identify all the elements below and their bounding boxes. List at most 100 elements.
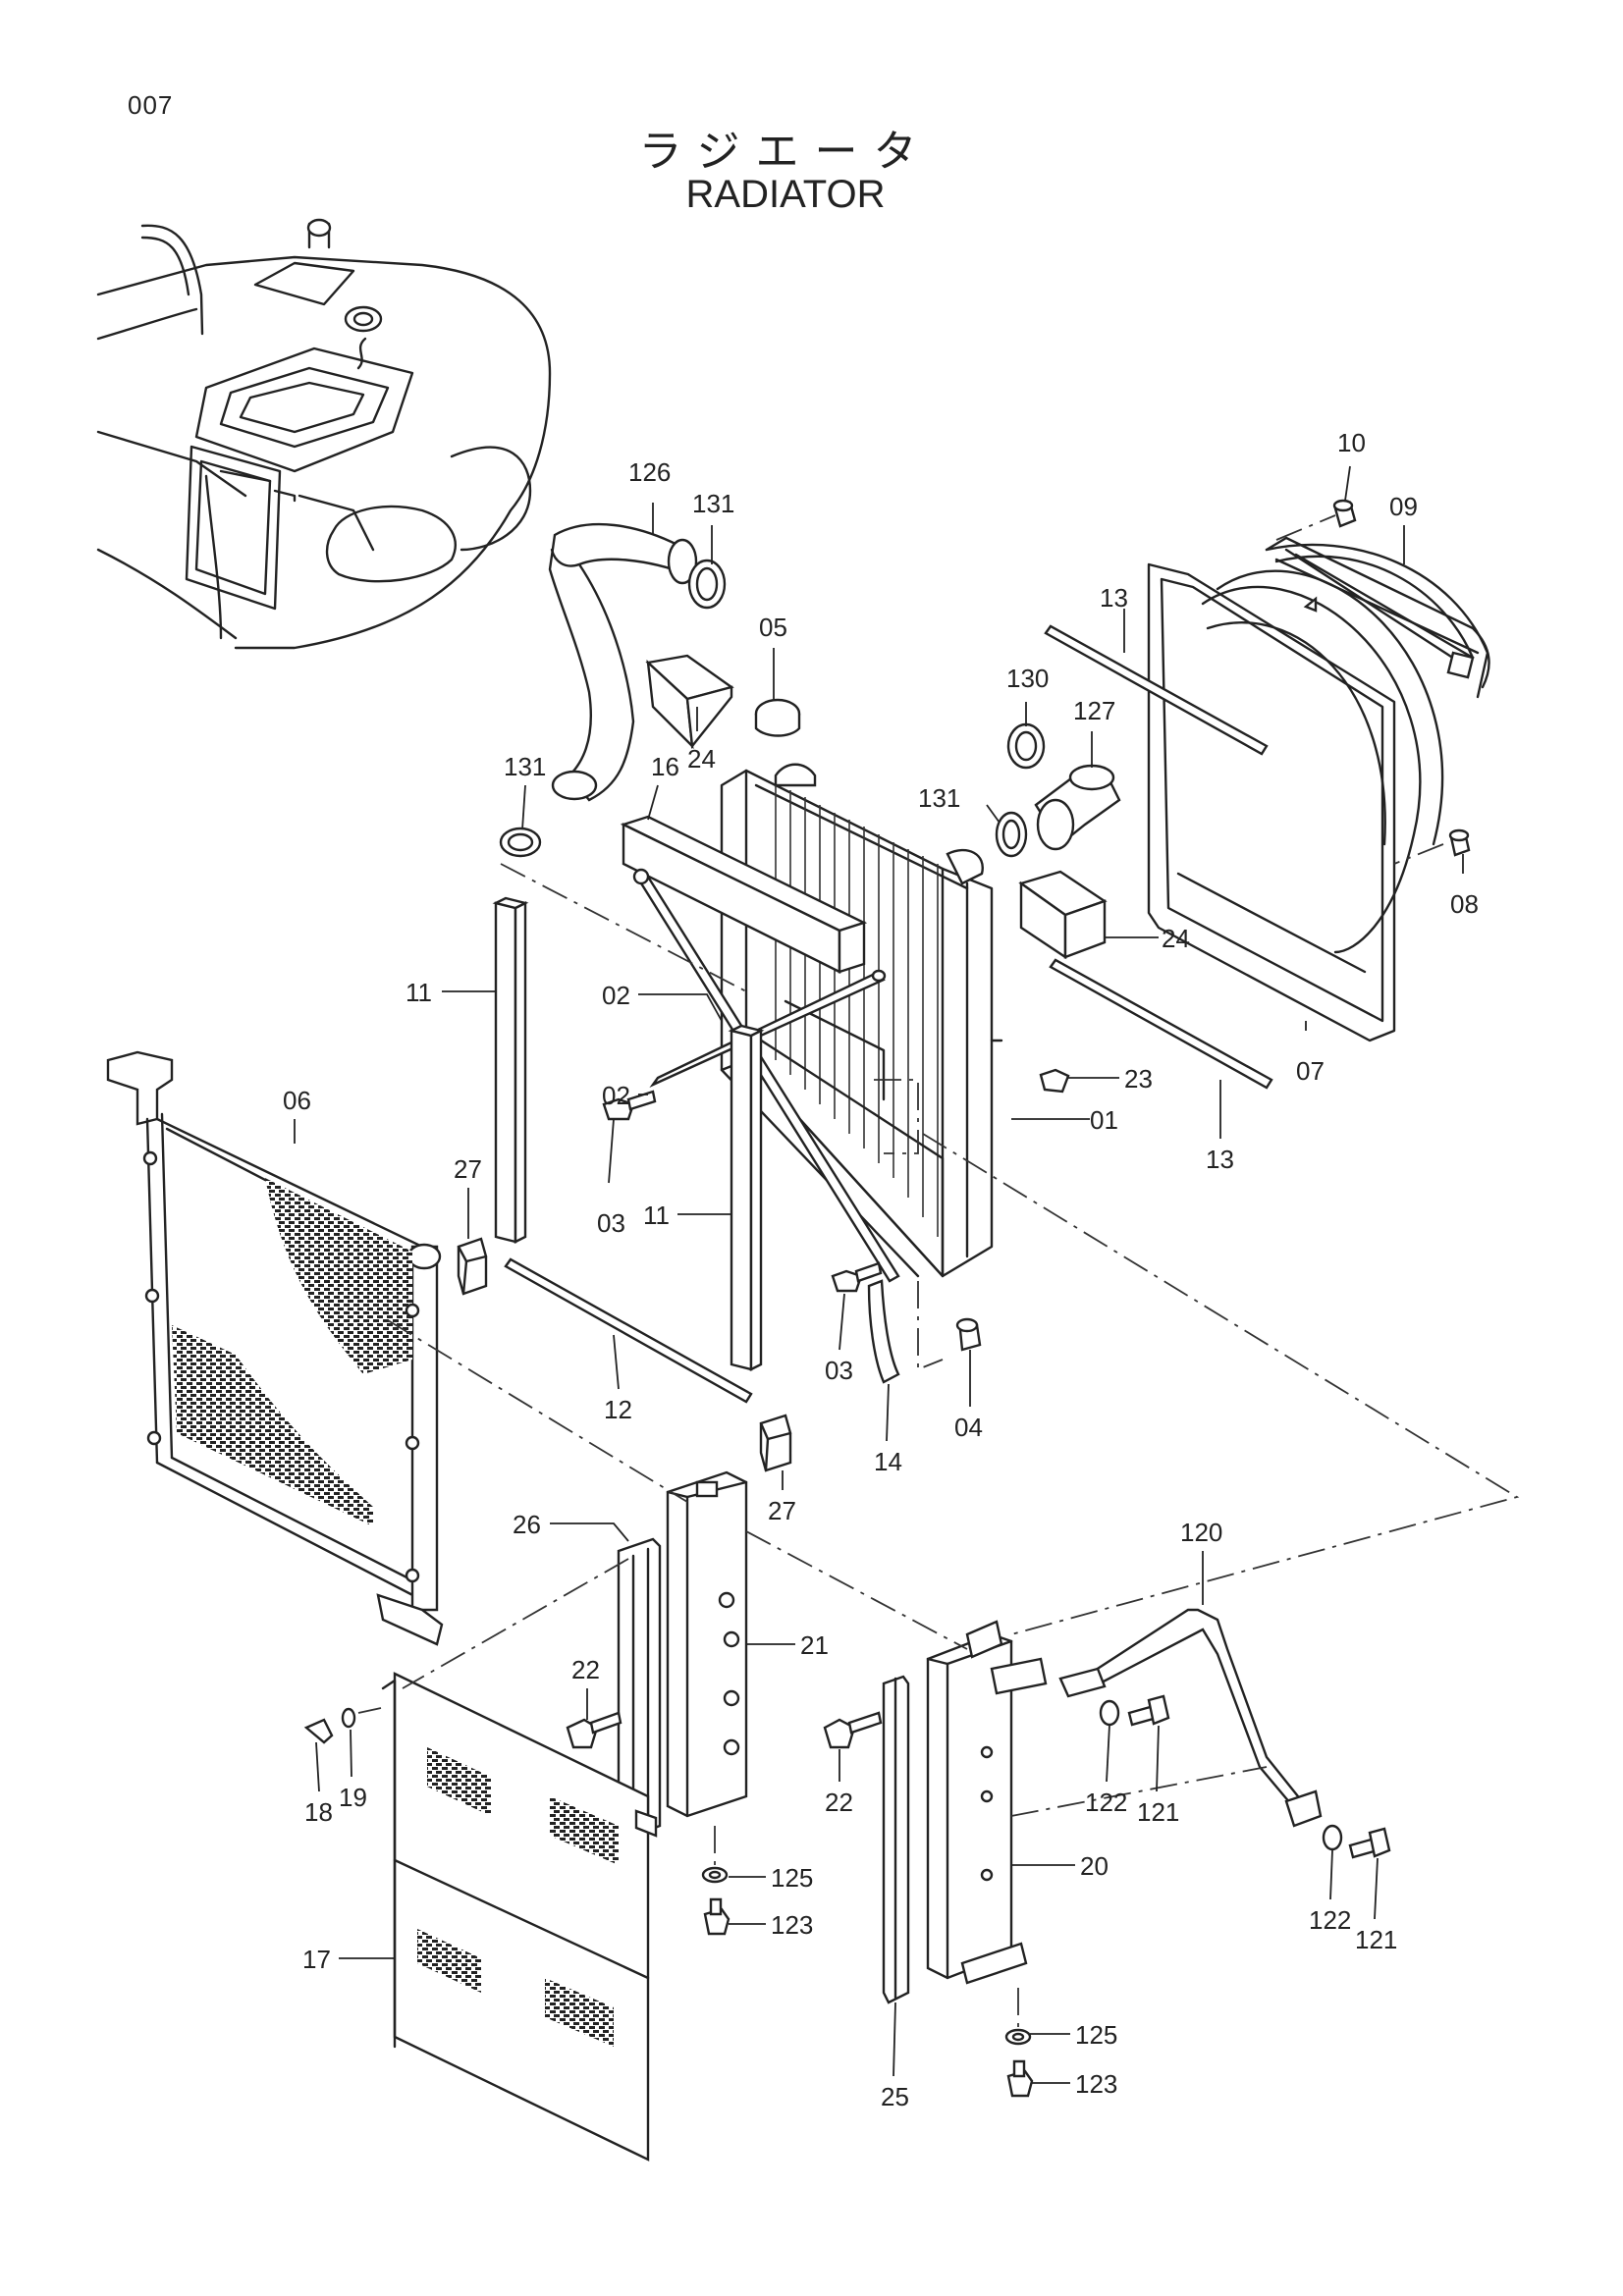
bracket-21 (666, 1470, 748, 1818)
callout-131: 131 (692, 489, 734, 518)
page-number: 007 (128, 90, 174, 120)
washer-122-lower (1322, 1824, 1343, 1851)
bolt-121-upper (1127, 1694, 1170, 1727)
bolt-03-lower (831, 1261, 883, 1293)
callout-27: 27 (454, 1154, 482, 1184)
oil-cooler-06 (106, 1050, 444, 1646)
washer-125-left (701, 1866, 729, 1884)
callout-22: 22 (825, 1788, 853, 1817)
callout-08: 08 (1450, 889, 1479, 919)
bracket-26 (617, 1537, 662, 1840)
bolt-18 (303, 1718, 334, 1744)
callout-05: 05 (759, 613, 787, 642)
fan-guard-09 (1265, 543, 1489, 699)
callout-17: 17 (302, 1945, 331, 1974)
callout-02: 02 (602, 1081, 630, 1110)
callout-131: 131 (918, 783, 960, 813)
callout-03: 03 (825, 1356, 853, 1385)
hose-clamp-131-left (499, 827, 542, 858)
seal-strip-13-lower (1049, 958, 1273, 1090)
leader-lines (294, 465, 1464, 2084)
callout-26: 26 (513, 1510, 541, 1539)
callout-09: 09 (1389, 492, 1418, 521)
callout-121: 121 (1355, 1925, 1397, 1954)
assembly-lines (357, 514, 1520, 2027)
bolt-08 (1448, 828, 1471, 857)
block-27-upper (457, 1237, 488, 1296)
callout-18: 18 (304, 1797, 333, 1827)
bolt-22-right (823, 1711, 883, 1749)
callout-126: 126 (628, 457, 671, 487)
bracket-20 (926, 1620, 1048, 1985)
callout-22: 22 (571, 1655, 600, 1684)
seal-11-left (492, 896, 529, 1244)
title-english: RADIATOR (685, 173, 886, 216)
block-27-lower (759, 1414, 792, 1472)
stay-02-upper (632, 868, 900, 1283)
machine-overview (96, 218, 552, 650)
seal-11-right (728, 1024, 765, 1371)
callout-20: 20 (1080, 1851, 1109, 1881)
screen-17 (381, 1672, 658, 2162)
callout-07: 07 (1296, 1056, 1325, 1086)
callout-19: 19 (339, 1783, 367, 1812)
callout-10: 10 (1337, 428, 1366, 457)
pad-24-right (1018, 870, 1108, 960)
callout-11: 11 (406, 978, 432, 1007)
callout-11: 11 (643, 1201, 670, 1230)
stay-02-lower (649, 969, 887, 1088)
seal-strip-13-upper (1044, 624, 1269, 756)
stay-120 (1058, 1608, 1323, 1828)
callout-123: 123 (771, 1910, 813, 1940)
seal-16 (620, 815, 868, 974)
washer-122-upper (1099, 1699, 1120, 1727)
callout-12: 12 (604, 1395, 632, 1424)
callout-02: 02 (602, 981, 630, 1010)
callout-125: 125 (771, 1863, 813, 1893)
upper-hose-126 (548, 522, 698, 802)
title-japanese: ラジエータ (638, 127, 933, 177)
callout-121: 121 (1137, 1797, 1179, 1827)
callout-122: 122 (1085, 1788, 1127, 1817)
callout-120: 120 (1180, 1518, 1222, 1547)
callout-122: 122 (1309, 1905, 1351, 1935)
washer-125-right (1004, 2028, 1032, 2046)
callout-125: 125 (1075, 2020, 1117, 2050)
bolt-121-lower (1348, 1827, 1391, 1859)
callout-131: 131 (504, 752, 546, 781)
callout-24: 24 (687, 744, 716, 774)
bolt-23 (1039, 1068, 1070, 1094)
callout-123: 123 (1075, 2069, 1117, 2099)
callout-01: 01 (1090, 1105, 1118, 1135)
callout-06: 06 (283, 1086, 311, 1115)
callout-04: 04 (954, 1413, 983, 1442)
drain-plug-04 (955, 1317, 982, 1352)
callout-03: 03 (597, 1208, 625, 1238)
radiator-core-01 (720, 763, 1003, 1278)
callout-127: 127 (1073, 696, 1115, 725)
seal-12 (504, 1257, 753, 1404)
washer-19 (341, 1707, 356, 1729)
callout-130: 130 (1006, 664, 1049, 693)
bolt-123-right (1006, 2059, 1034, 2098)
callout-13: 13 (1206, 1145, 1234, 1174)
lower-hose-127 (1034, 764, 1121, 851)
callout-21: 21 (800, 1630, 829, 1660)
hose-clamp-130 (1006, 722, 1046, 770)
callout-14: 14 (874, 1447, 902, 1476)
callout-16: 16 (651, 752, 679, 781)
callout-27: 27 (768, 1496, 796, 1525)
radiator-cap-05 (754, 698, 801, 737)
bolt-10 (1332, 499, 1357, 528)
callout-13: 13 (1100, 583, 1128, 613)
callout-labels: 126 131 05 10 09 13 24 16 131 130 127 13… (283, 428, 1479, 2111)
callout-25: 25 (881, 2082, 909, 2111)
fan-shroud-07 (1147, 536, 1490, 1042)
callout-23: 23 (1124, 1064, 1153, 1094)
bracket-25 (882, 1675, 910, 2004)
drain-hose-14 (867, 1279, 900, 1384)
hose-clamp-131-right (995, 811, 1028, 858)
bolt-123-left (703, 1897, 730, 1936)
pad-24-upper (645, 654, 734, 750)
